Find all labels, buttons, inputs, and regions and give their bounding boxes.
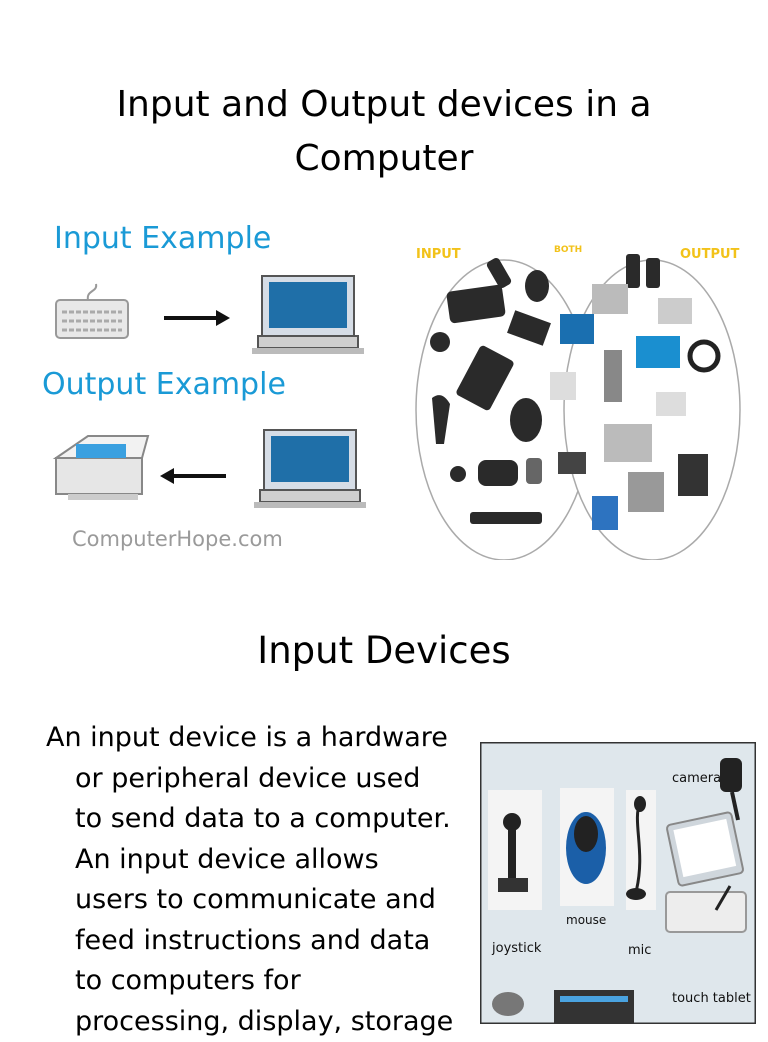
computer-icon-2 bbox=[254, 430, 366, 508]
paragraph-line: An input device is a hardware bbox=[46, 718, 466, 759]
computer-icon bbox=[252, 276, 364, 354]
io-example-figure: Input Example Output Example bbox=[38, 208, 378, 560]
paragraph-line: users to communicate and bbox=[46, 880, 466, 921]
input-device-description: An input device is a hardware or periphe… bbox=[46, 718, 466, 1042]
venn-output-label: OUTPUT bbox=[680, 247, 740, 262]
webcam-icon bbox=[492, 992, 524, 1016]
paragraph-line: to send data to a computer. bbox=[46, 799, 466, 840]
paragraph-line: or peripheral device used bbox=[46, 759, 466, 800]
input-devices-collage: camera mouse joystick mic touch tablet bbox=[480, 742, 756, 1024]
input-example-label: Input Example bbox=[54, 221, 271, 256]
output-circle bbox=[564, 260, 740, 560]
io-example-illustration: Input Example Output Example bbox=[38, 208, 378, 560]
keyboard-icon bbox=[56, 284, 128, 338]
output-example-label: Output Example bbox=[42, 367, 286, 402]
mouse-label: mouse bbox=[566, 913, 606, 927]
input-devices-illustration: camera mouse joystick mic touch tablet bbox=[480, 742, 756, 1024]
printer-icon bbox=[56, 436, 148, 500]
touch-tablet-icon bbox=[666, 812, 746, 932]
paragraph-line: feed instructions and data bbox=[46, 921, 466, 962]
credit-label: ComputerHope.com bbox=[72, 527, 283, 551]
mic-label: mic bbox=[628, 943, 651, 958]
paragraph-line: processing, display, storage bbox=[46, 1002, 466, 1042]
arrow-right-icon bbox=[164, 310, 230, 326]
arrow-left-icon bbox=[160, 468, 226, 484]
touch-tablet-label: touch tablet bbox=[672, 991, 751, 1006]
keyboard-icon-2 bbox=[554, 990, 634, 1024]
mouse-icon bbox=[566, 812, 606, 884]
slide-title-line-2: Computer bbox=[0, 132, 768, 186]
venn-input-label: INPUT bbox=[416, 247, 461, 262]
section-heading: Input Devices bbox=[0, 626, 768, 676]
venn-both-label: BOTH bbox=[554, 245, 582, 255]
camera-label: camera bbox=[672, 771, 721, 786]
device-venn-figure: INPUT BOTH OUTPUT bbox=[412, 234, 742, 560]
joystick-label: joystick bbox=[491, 941, 542, 956]
device-venn-illustration: INPUT BOTH OUTPUT bbox=[412, 234, 742, 560]
paragraph-line: to computers for bbox=[46, 961, 466, 1002]
slide-title-line-1: Input and Output devices in a bbox=[0, 78, 768, 132]
slide-title: Input and Output devices in a Computer bbox=[0, 78, 768, 186]
paragraph-line: An input device allows bbox=[46, 840, 466, 881]
